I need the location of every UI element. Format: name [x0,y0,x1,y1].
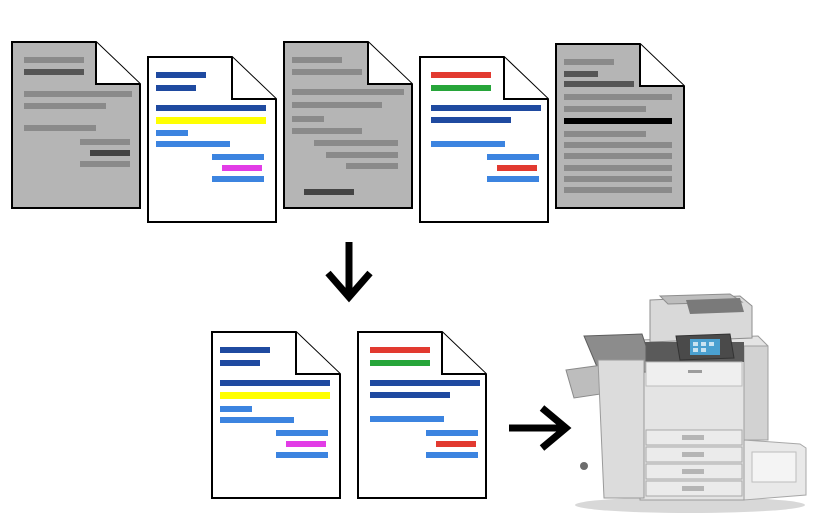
text-line [564,106,646,112]
down-arrow-icon [325,242,373,303]
text-line [212,154,264,160]
input-document-color-red-green [419,56,549,223]
page-fold-corner [503,57,548,100]
text-line [156,105,266,111]
output-document-color-blue-yellow [211,331,341,499]
text-line [564,118,672,124]
right-arrow-icon [509,405,572,451]
text-line [220,360,260,366]
text-line [24,69,84,75]
text-line [431,105,541,111]
text-line [436,441,476,447]
text-line [222,165,262,171]
printer-side-panel [743,345,769,441]
input-document-gray-1 [11,41,141,209]
text-line [564,81,634,87]
text-line [426,430,478,436]
text-line [292,69,362,75]
text-line [292,102,382,108]
printer-left-unit [597,359,645,499]
text-line [314,140,398,146]
output-document-color-red-green [357,331,487,499]
text-line [487,176,539,182]
text-line [292,57,342,63]
printer-caster [580,462,588,470]
text-line [564,71,598,77]
text-line [564,59,614,65]
drawer-handle [682,452,704,457]
text-line [292,128,362,134]
text-line [370,416,444,422]
text-line [431,85,491,91]
page-fold-corner [367,42,412,85]
text-line [156,72,206,78]
input-document-color-blue-yellow [147,56,277,223]
text-line [276,452,328,458]
finisher-panel [751,451,797,483]
drawer-handle [682,486,704,491]
drawer-handle [682,469,704,474]
control-panel-screen [690,339,720,355]
text-line [80,161,130,167]
document-feeder [686,298,744,314]
text-line [564,165,672,171]
text-line [24,103,106,109]
brand-badge [688,370,702,373]
text-line [90,150,130,156]
text-line [564,187,672,193]
text-line [286,441,326,447]
text-line [370,360,430,366]
text-line [220,417,294,423]
text-line [24,91,132,97]
text-line [326,152,398,158]
text-line [370,347,430,353]
text-line [156,141,230,147]
text-line [564,94,672,100]
text-line [304,189,354,195]
front-panel [645,361,743,387]
page-fold-corner [231,57,276,100]
text-line [431,117,511,123]
printer-icon [565,293,807,513]
text-line [431,141,505,147]
text-line [276,430,328,436]
text-line [24,57,84,63]
page-fold-corner [441,332,486,375]
printer-shadow [575,497,805,513]
input-document-gray-2 [283,41,413,209]
input-document-gray-3 [555,43,685,209]
text-line [370,392,450,398]
highlight-line [220,392,330,399]
text-line [346,163,398,169]
text-line [212,176,264,182]
text-line [426,452,478,458]
text-line [292,116,324,122]
text-line [564,131,646,137]
text-line [431,72,491,78]
page-fold-corner [639,44,684,87]
text-line [292,89,404,95]
text-line [80,139,130,145]
text-line [156,130,188,136]
text-line [220,347,270,353]
page-fold-corner [295,332,340,375]
text-line [156,85,196,91]
page-fold-corner [95,42,140,85]
text-line [220,380,330,386]
text-line [564,153,672,159]
text-line [220,406,252,412]
text-line [24,125,96,131]
drawer-handle [682,435,704,440]
text-line [370,380,480,386]
text-line [487,154,539,160]
highlight-line [156,117,266,124]
text-line [564,142,672,148]
text-line [497,165,537,171]
text-line [564,176,672,182]
